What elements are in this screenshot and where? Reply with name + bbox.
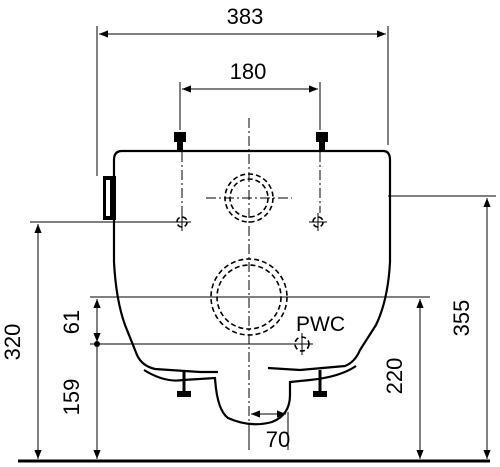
dim-waste-height: 220 [382,358,407,395]
pan-bottom [143,365,357,426]
dim-overall-width: 383 [227,4,264,29]
upper-hole [206,173,292,223]
pwc-hole [291,333,313,355]
dim-pwc-offset: 61 [59,310,84,334]
top-connector-left [174,132,186,152]
bottom-stud-left [177,370,191,397]
dim-connection-spacing: 180 [230,59,267,84]
dim-bolt-height: 320 [0,324,25,361]
dim-waste-offset: 70 [266,427,290,452]
dim-top-height: 355 [449,300,474,337]
top-connector-right [316,132,328,152]
dim-pwc-height: 159 [59,379,84,416]
bolt-hole-right [309,213,327,231]
tank-body-outline [112,149,392,374]
label-pwc: PWC [296,313,345,336]
bottom-stud-right [313,370,327,397]
